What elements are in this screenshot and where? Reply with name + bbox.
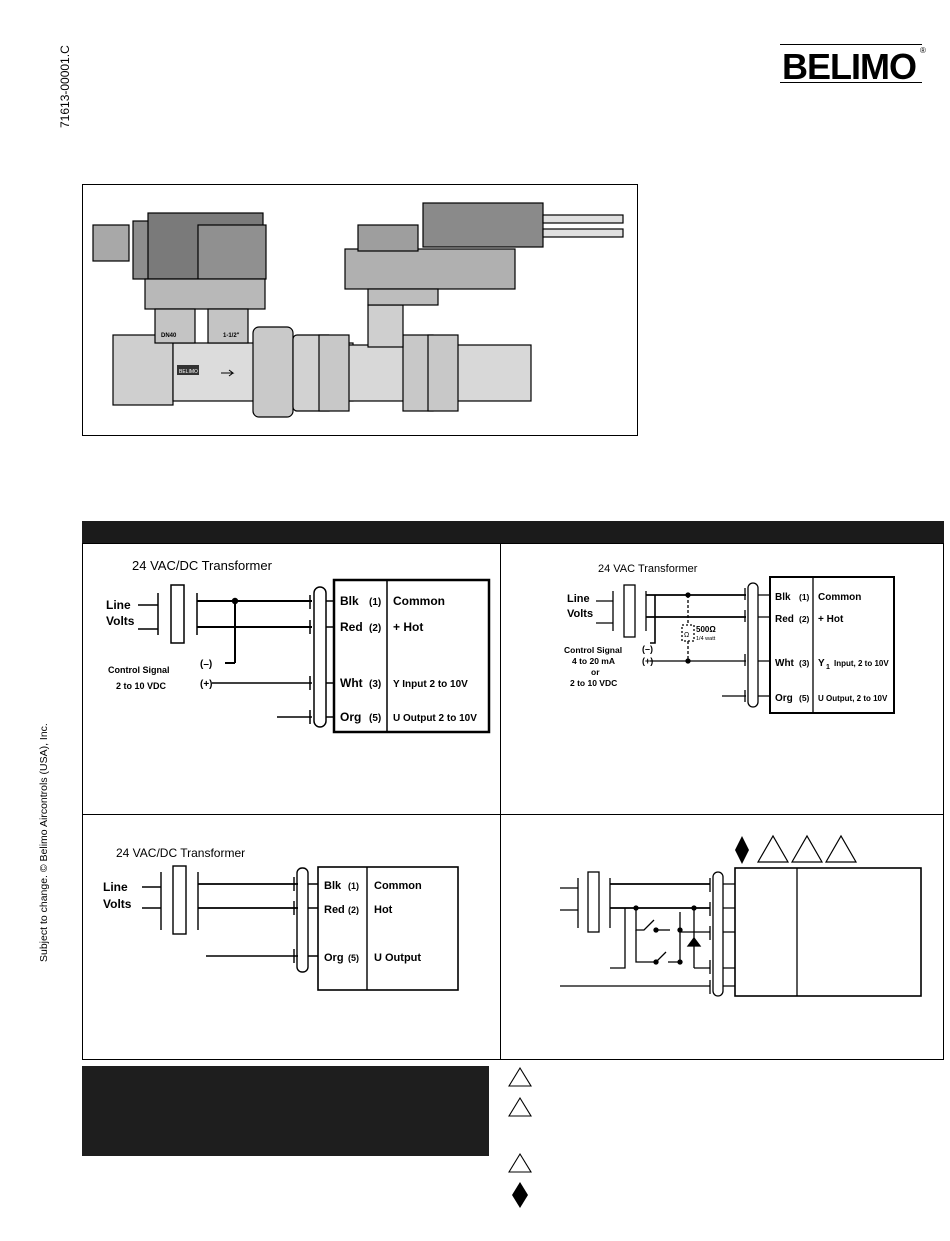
resistor-symbol: Ω (684, 632, 689, 639)
control-label-1a: Control Signal (108, 665, 170, 675)
note-triangle-icon (790, 834, 824, 863)
wire-color-3-1: Blk (324, 880, 342, 892)
legend-triangle-icon (508, 1152, 532, 1173)
wire-color-2-2: Red (775, 614, 794, 625)
wiring-diagram-current-signal: 24 VAC Transformer Line Volts Control Si… (564, 563, 895, 714)
wire-func-2-2: + Hot (818, 614, 844, 625)
wire-func-3-2: Hot (374, 904, 393, 916)
plus-label-2: (+) (642, 656, 653, 666)
wire-func-2-3: Input, 2 to 10V (834, 659, 889, 668)
line-label-2b: Volts (567, 608, 593, 620)
wire-num-1-2: (2) (369, 623, 381, 634)
legend-symbols (508, 1066, 532, 1208)
wire-color-3-3: Org (324, 952, 344, 964)
tag-right: 1-1/2" (223, 333, 240, 339)
control-label-1b: 2 to 10 VDC (116, 681, 167, 691)
note-diamond-icon (735, 836, 749, 864)
brand-wordmark: BELIMO (782, 46, 917, 87)
legend-triangle-icon (508, 1066, 532, 1087)
control-label-2b: 4 to 20 mA (572, 656, 615, 666)
line-label-1b: Volts (106, 614, 135, 628)
belimo-logo: BELIMO ® (780, 44, 930, 87)
wire-num-3-2: (2) (348, 905, 359, 915)
wire-color-3-2: Red (324, 904, 345, 916)
legend-triangle-icon (508, 1096, 532, 1117)
wire-func-3-3: U Output (374, 952, 421, 964)
document-code: 71613-00001.C (58, 45, 72, 128)
wiring-section-band (82, 521, 944, 543)
wire-color-1-3: Wht (340, 676, 363, 690)
wiring-diagram-floating-point (560, 834, 922, 997)
wire-num-1-4: (5) (369, 713, 381, 724)
note-triangle-icon (756, 834, 790, 863)
transformer-label-3: 24 VAC/DC Transformer (116, 846, 245, 860)
wire-color-1-4: Org (340, 710, 361, 724)
wire-color-1-1: Blk (340, 594, 359, 608)
wire-func-2-4: U Output, 2 to 10V (818, 694, 888, 703)
wire-func-3-1: Common (374, 880, 422, 892)
line-label-3a: Line (103, 880, 128, 894)
wire-color-2-1: Blk (775, 592, 791, 603)
wire-num-2-2: (2) (799, 614, 810, 624)
wire-num-2-4: (5) (799, 693, 810, 703)
valve-actuator-illustration: DN40 1-1/2" BELIMO (92, 202, 624, 418)
notes-dark-box (82, 1066, 489, 1156)
transformer-label-2: 24 VAC Transformer (598, 563, 698, 575)
control-label-2a: Control Signal (564, 645, 622, 655)
wire-func-2-3-pre: Y (818, 658, 825, 669)
product-photo: DN40 1-1/2" BELIMO (82, 184, 638, 436)
wire-num-3-3: (5) (348, 953, 359, 963)
control-label-2c: or (591, 667, 600, 677)
wiring-diagram-feedback: 24 VAC/DC Transformer Line Volts Blk (1)… (103, 846, 459, 991)
wire-num-2-3: (3) (799, 658, 810, 668)
transformer-label-1: 24 VAC/DC Transformer (132, 558, 273, 573)
plus-label-1: (+) (200, 679, 213, 690)
wire-func-2-1: Common (818, 592, 861, 603)
wire-func-2-3-sub: 1 (826, 664, 830, 671)
line-label-2a: Line (567, 593, 590, 605)
wiring-panel-4 (500, 814, 944, 1060)
note-triangle-icon (824, 834, 858, 863)
tag-left: DN40 (161, 333, 177, 339)
minus-label-1: (–) (200, 659, 212, 670)
wire-color-1-2: Red (340, 620, 363, 634)
wire-num-1-1: (1) (369, 597, 381, 608)
wire-func-1-2: + Hot (393, 620, 423, 634)
line-label-1a: Line (106, 598, 131, 612)
wire-num-3-1: (1) (348, 881, 359, 891)
wire-func-1-4: U Output 2 to 10V (393, 713, 477, 724)
wire-num-1-3: (3) (369, 679, 381, 690)
line-label-3b: Volts (103, 897, 132, 911)
copyright-note: Subject to change. © Belimo Aircontrols … (38, 723, 50, 962)
control-label-2d: 2 to 10 VDC (570, 678, 617, 688)
registered-mark: ® (920, 46, 926, 55)
legend-diamond-icon (512, 1182, 528, 1208)
wire-func-1-3: Y Input 2 to 10V (393, 679, 468, 690)
minus-label-2: (–) (642, 644, 653, 654)
tag-body: BELIMO (179, 369, 198, 375)
wire-color-2-3: Wht (775, 658, 795, 669)
wire-color-2-4: Org (775, 693, 793, 704)
resistor-value: 500Ω (696, 625, 716, 634)
wire-func-1-1: Common (393, 594, 445, 608)
wiring-diagram-proportional: 24 VAC/DC Transformer Line Volts Control… (106, 558, 491, 734)
wire-num-2-1: (1) (799, 592, 810, 602)
resistor-rating: 1/4 watt (696, 636, 716, 642)
